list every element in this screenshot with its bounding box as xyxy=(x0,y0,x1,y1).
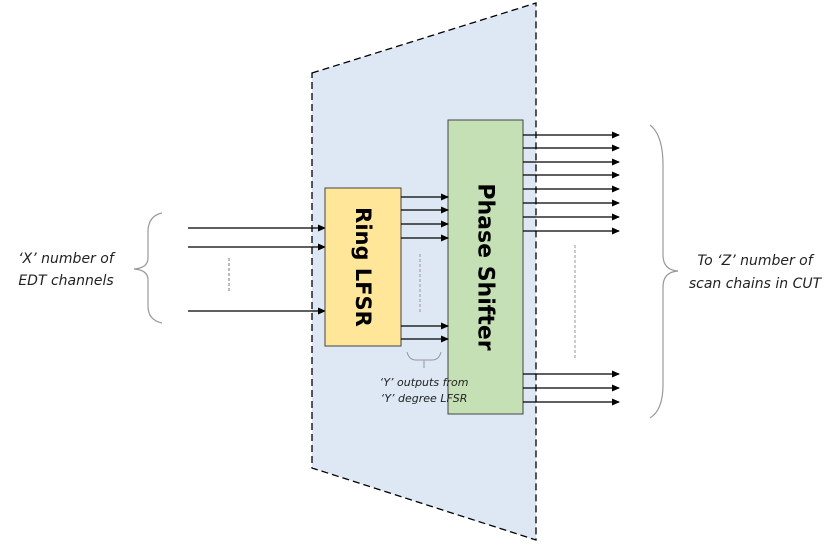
input-label-1: ‘X’ number of xyxy=(18,251,116,267)
left-brace xyxy=(133,212,163,324)
input-channels xyxy=(188,224,326,315)
output-label-1: To ‘Z’ number of xyxy=(697,253,814,269)
phase-shifter-block xyxy=(447,119,524,415)
lfsr-output-label-1: ‘Y’ outputs from xyxy=(380,376,469,389)
ring-lfsr-block xyxy=(324,187,402,347)
lfsr-output-bracket xyxy=(406,351,442,368)
right-brace xyxy=(649,124,679,419)
ring-lfsr-label: Ring LFSR xyxy=(351,207,375,327)
input-label-2: EDT channels xyxy=(18,273,113,289)
phase-shifter-label: Phase Shifter xyxy=(473,183,498,350)
lfsr-outputs xyxy=(401,193,449,343)
scan-chain-outputs xyxy=(523,131,620,406)
output-label-2: scan chains in CUT xyxy=(689,276,823,292)
lfsr-output-label-2: ‘Y’ degree LFSR xyxy=(381,392,468,405)
